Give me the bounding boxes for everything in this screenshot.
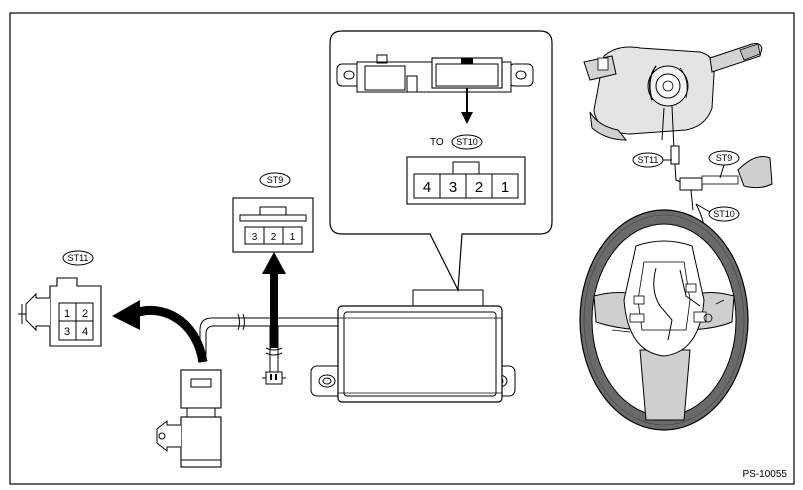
- figure-id: PS-10055: [743, 469, 788, 480]
- steering-wheel: [579, 209, 749, 431]
- st9-callout-column-label: ST9: [716, 153, 733, 163]
- st10-pin-4: 4: [423, 179, 431, 196]
- st9-pointer-arrow: [262, 252, 286, 348]
- st11-pin-4: 4: [82, 326, 88, 338]
- control-module: [310, 289, 516, 403]
- st10-callout: [451, 134, 483, 150]
- st10-callout-label: ST10: [456, 137, 478, 147]
- outer-frame: [9, 12, 795, 485]
- st9-harness-connector: [262, 371, 286, 385]
- st11-callout-column-label: ST11: [638, 155, 659, 165]
- st11-connector: ST11 1 2 3 4: [18, 250, 102, 347]
- st11-harness-connector: [156, 369, 222, 468]
- st9-pin-3: 3: [252, 232, 258, 243]
- st10-pin-1: 1: [501, 179, 509, 196]
- st10-connector: 4 3 2 1: [406, 156, 526, 205]
- st9-callout: [259, 172, 291, 188]
- st11-pin-1: 1: [64, 308, 70, 320]
- st9-pin-2: 2: [271, 232, 277, 243]
- st11-pin-2: 2: [82, 308, 88, 320]
- module-top-view: [336, 54, 534, 93]
- st11-pointer-arrow: [112, 300, 208, 363]
- st9-pin-block: [244, 226, 303, 245]
- st10-callout-balloon: TO ST10 4 3 2 1: [329, 30, 553, 293]
- wire-harness: [199, 313, 340, 372]
- to-label: TO: [430, 137, 444, 148]
- st11-callout: [62, 250, 94, 266]
- st10-pin-3: 3: [449, 179, 457, 196]
- st11-callout-label: ST11: [68, 253, 89, 263]
- st9-connector: ST9 3 2 1: [232, 172, 314, 253]
- st10-callout-column-label: ST10: [713, 209, 735, 219]
- st11-pin-3: 3: [64, 326, 70, 338]
- st11-clip: [25, 292, 50, 332]
- st9-pin-1: 1: [290, 232, 296, 243]
- st9-callout-label: ST9: [267, 175, 284, 185]
- st10-pin-2: 2: [475, 179, 483, 196]
- st10-callout-column: [708, 206, 740, 222]
- steering-column-illustration: ST11 ST9 ST10: [579, 43, 773, 431]
